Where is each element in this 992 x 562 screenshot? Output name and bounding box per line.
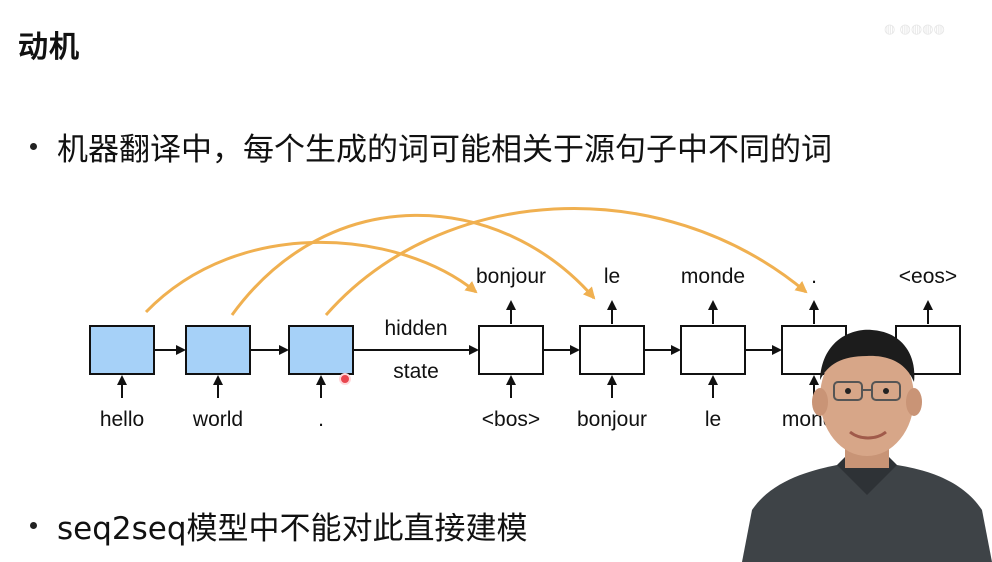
bullet-dot-icon [30, 522, 37, 529]
decoder-cell-2 [579, 325, 645, 375]
decoder-output-label: bonjour [476, 265, 546, 288]
encoder-input-label: world [192, 408, 243, 431]
attention-arc-2 [230, 213, 596, 316]
decoder-input-label: bonjour [577, 408, 647, 431]
decoder-input-label: le [705, 408, 721, 431]
presenter-video-icon [742, 329, 992, 562]
decoder-output-label: le [604, 265, 620, 288]
decoder-cell-1 [478, 325, 544, 375]
bullet-dot-icon [30, 143, 37, 150]
attention-arc-1 [144, 240, 478, 314]
laser-pointer-icon [339, 373, 351, 385]
decoder-output-label: . [811, 265, 817, 288]
encoder-cell-1 [89, 325, 155, 375]
bullet-1-text: 机器翻译中，每个生成的词可能相关于源句子中不同的词 [57, 132, 832, 168]
attention-arc-3 [324, 207, 808, 316]
decoder-output-label: <eos> [899, 265, 957, 288]
encoder-input-label: . [318, 408, 324, 431]
decoder-cell-3 [680, 325, 746, 375]
slide-title: 动机 [18, 30, 80, 65]
bullet-2: seq2seq模型中不能对此直接建模 [30, 503, 528, 548]
decoder-input-label: <bos> [482, 408, 540, 431]
watermark-logo: ◍ ◍◍◍◍ [884, 22, 945, 37]
hidden-state-label: hidden [384, 317, 447, 340]
decoder-output-label: monde [681, 265, 745, 288]
bullet-2-text: seq2seq模型中不能对此直接建模 [57, 511, 528, 547]
encoder-cell-3 [288, 325, 354, 375]
hidden-state-label: state [393, 360, 439, 383]
encoder-input-label: hello [100, 408, 144, 431]
encoder-cell-2 [185, 325, 251, 375]
bullet-1: 机器翻译中，每个生成的词可能相关于源句子中不同的词 [30, 124, 832, 169]
